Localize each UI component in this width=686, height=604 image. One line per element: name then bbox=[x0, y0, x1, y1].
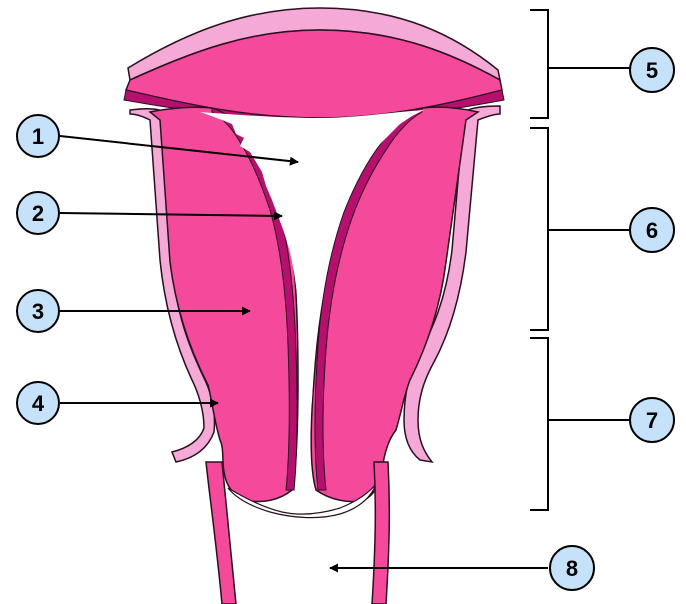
callout-1: 1 bbox=[17, 115, 59, 157]
callout-7: 7 bbox=[630, 398, 674, 442]
vagina-right-wall bbox=[372, 462, 389, 604]
callout-4-label: 4 bbox=[32, 391, 45, 416]
region-brackets bbox=[530, 10, 630, 510]
callout-3: 3 bbox=[17, 290, 59, 332]
callout-6-label: 6 bbox=[646, 218, 658, 243]
callout-5: 5 bbox=[630, 48, 674, 92]
callout-8: 8 bbox=[550, 546, 594, 590]
uterus-illustration bbox=[124, 8, 504, 604]
bracket-fundus bbox=[530, 10, 630, 118]
bracket-cervix bbox=[530, 338, 630, 510]
bracket-body bbox=[530, 128, 630, 330]
callout-3-label: 3 bbox=[32, 299, 44, 324]
callout-7-label: 7 bbox=[646, 408, 658, 433]
callout-5-label: 5 bbox=[646, 58, 658, 83]
callout-4: 4 bbox=[17, 382, 59, 424]
callout-8-label: 8 bbox=[566, 556, 578, 581]
callout-1-label: 1 bbox=[32, 124, 44, 149]
callout-2: 2 bbox=[17, 192, 59, 234]
callout-6: 6 bbox=[630, 208, 674, 252]
callout-2-label: 2 bbox=[32, 201, 44, 226]
